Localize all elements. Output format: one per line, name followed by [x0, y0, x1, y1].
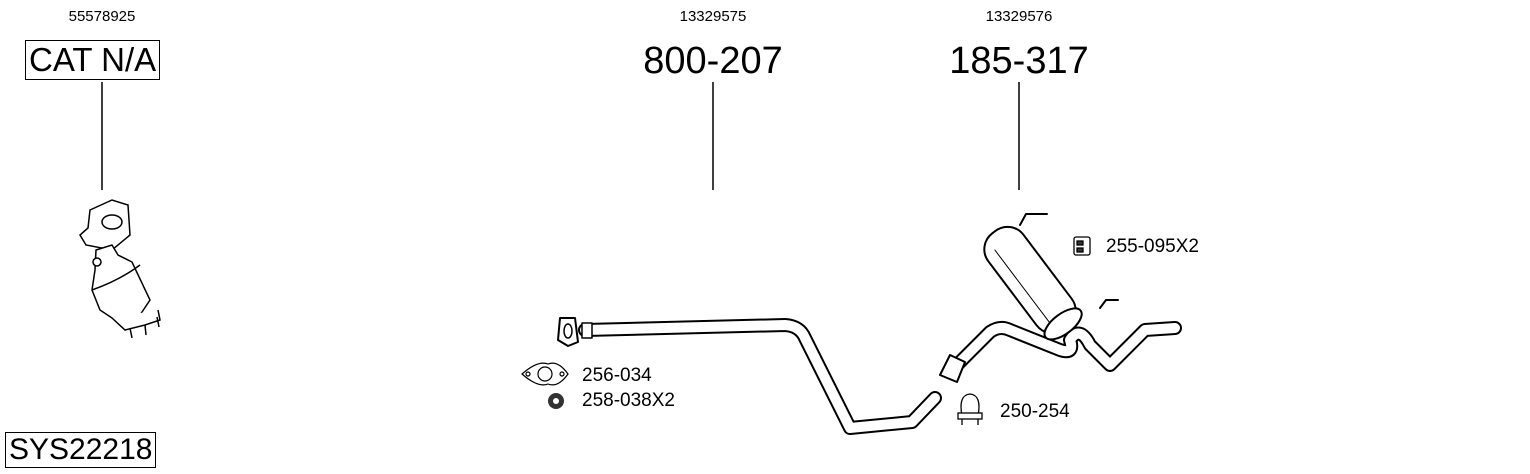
center-pipe-drawing[interactable] [557, 317, 942, 435]
accessory-label-nut[interactable]: 258-038X2 [582, 390, 675, 411]
rear-silencer-drawing[interactable] [939, 213, 1182, 383]
part-number-rear-silencer[interactable]: 185-317 [949, 40, 1089, 82]
rubber-mount-icon [1073, 236, 1091, 256]
accessory-label-gasket[interactable]: 256-034 [582, 365, 652, 386]
oe-number-cat: 55578925 [68, 8, 136, 25]
oe-number-rear-silencer: 13329576 [985, 8, 1053, 25]
part-number-center-pipe[interactable]: 800-207 [643, 40, 783, 82]
catalytic-converter-drawing[interactable] [79, 199, 161, 339]
accessory-label-rubber-mount[interactable]: 255-095X2 [1106, 236, 1199, 257]
gasket-icon [521, 362, 569, 386]
system-code: SYS22218 [5, 432, 157, 468]
clamp-icon [957, 393, 983, 425]
accessory-label-clamp[interactable]: 250-254 [1000, 401, 1070, 422]
part-number-cat[interactable]: CAT N/A [25, 40, 161, 80]
oe-number-center-pipe: 13329575 [679, 8, 747, 25]
nut-icon [548, 393, 564, 409]
